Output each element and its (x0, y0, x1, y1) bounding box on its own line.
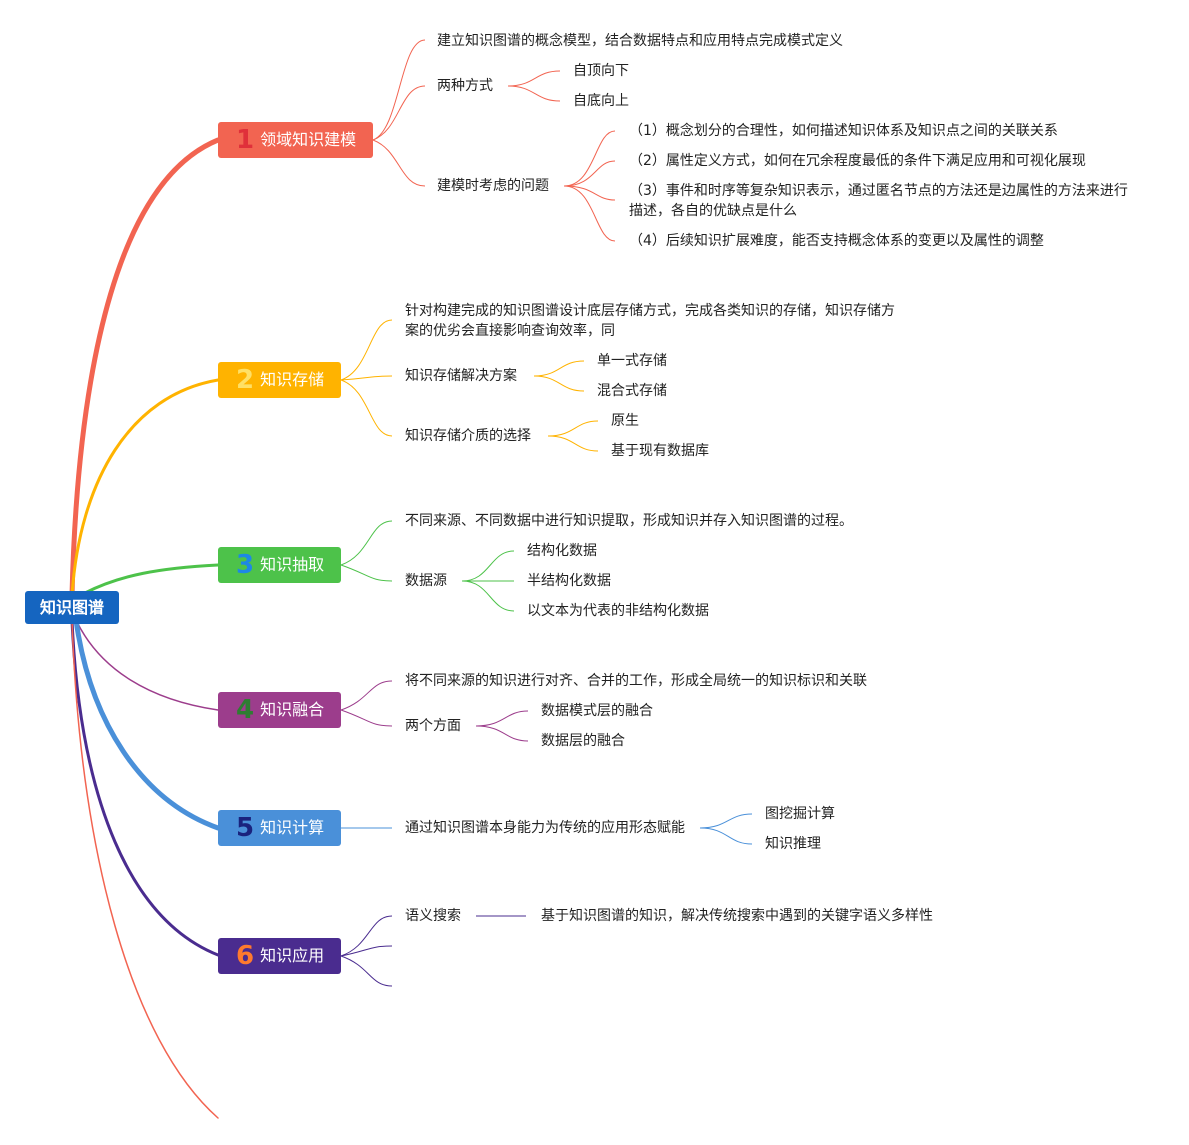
topic-b2-native[interactable]: 原生 (611, 413, 639, 429)
connector-b1-c4 (563, 185, 616, 242)
topic-b1-bottom-up[interactable]: 自底向上 (573, 93, 629, 109)
topic-b3-unstructured[interactable]: 以文本为代表的非结构化数据 (527, 603, 709, 619)
topic-b3-definition[interactable]: 不同来源、不同数据中进行知识提取，形成知识并存入知识图谱的过程。 (405, 513, 853, 529)
branch-label: 知识抽取 (260, 555, 325, 574)
topic-b4-schema-fusion[interactable]: 数据模式层的融合 (541, 703, 653, 719)
branch-knowledge-application[interactable]: 6 知识应用 (218, 938, 341, 974)
topic-b1-issue-3[interactable]: （3）事件和时序等复杂知识表示，通过匿名节点的方法还是边属性的方法来进行描述，各… (629, 183, 1128, 219)
topic-b1-top-down[interactable]: 自顶向下 (573, 63, 629, 79)
connector-b1-c (372, 139, 426, 187)
topic-b1-two-ways[interactable]: 两种方式 (437, 78, 493, 94)
connector-b5-a1 (699, 813, 753, 829)
connector-b2-a (340, 319, 393, 381)
connector-b2-c (340, 379, 393, 437)
topic-b2-single-storage[interactable]: 单一式存储 (597, 353, 667, 369)
connector-b4-a (340, 680, 393, 711)
connector-b1-c2 (563, 160, 616, 187)
connector-b6-a (340, 915, 393, 957)
topic-b1-issue-4[interactable]: （4）后续知识扩展难度，能否支持概念体系的变更以及属性的调整 (629, 233, 1044, 249)
branch-knowledge-extraction[interactable]: 3 知识抽取 (218, 547, 341, 583)
connector-b1-a (372, 39, 426, 141)
topic-b4-definition[interactable]: 将不同来源的知识进行对齐、合并的工作，形成全局统一的知识标识和关联 (405, 673, 867, 689)
connector-root-b3 (83, 563, 220, 595)
root-node[interactable]: 知识图谱 (25, 591, 119, 624)
topic-b5-reasoning[interactable]: 知识推理 (765, 836, 821, 852)
branch-number: 3 (236, 550, 255, 580)
branch-knowledge-fusion[interactable]: 4 知识融合 (218, 692, 341, 728)
branch-label: 知识应用 (260, 946, 325, 965)
connector-b2-b (340, 375, 393, 381)
topic-b6-semantic-search[interactable]: 语义搜索 (405, 908, 461, 924)
topic-b4-two-aspects[interactable]: 两个方面 (405, 718, 461, 734)
topic-b3-data-sources[interactable]: 数据源 (405, 573, 447, 589)
topic-b3-semi-structured[interactable]: 半结构化数据 (527, 573, 611, 589)
branch-number: 1 (236, 125, 255, 155)
connector-b3-b (340, 564, 393, 582)
branch-label: 领域知识建模 (260, 130, 357, 149)
connector-b1-b2 (507, 85, 561, 102)
connector-b6-c (340, 955, 393, 987)
connector-b4-b1 (475, 710, 529, 727)
topic-b1-issue-1[interactable]: （1）概念划分的合理性，如何描述知识体系及知识点之间的关联关系 (629, 123, 1058, 139)
branch-number: 6 (236, 941, 255, 971)
topic-b2-definition[interactable]: 针对构建完成的知识图谱设计底层存储方式，完成各类知识的存储，知识存储方案的优劣会… (405, 303, 895, 339)
topic-b3-structured[interactable]: 结构化数据 (527, 543, 597, 559)
branch-domain-modeling[interactable]: 1 领域知识建模 (218, 122, 373, 158)
connector-root-b5 (73, 617, 221, 831)
connector-b1-b (372, 85, 426, 141)
topic-b2-existing-db[interactable]: 基于现有数据库 (611, 443, 709, 459)
branch-number: 2 (236, 365, 255, 395)
connector-root-b6 (70, 618, 220, 957)
topic-b2-hybrid-storage[interactable]: 混合式存储 (597, 383, 667, 399)
topic-b1-issue-2[interactable]: （2）属性定义方式，如何在冗余程度最低的条件下满足应用和可视化展现 (629, 153, 1086, 169)
topic-b5-graph-mining[interactable]: 图挖掘计算 (765, 806, 835, 822)
topic-b2-solutions[interactable]: 知识存储解决方案 (405, 368, 517, 384)
connector-b2-b2 (533, 375, 585, 392)
connector-b6-b (340, 945, 393, 957)
branch-label: 知识计算 (260, 818, 325, 837)
connector-b4-b (340, 709, 393, 727)
connector-b4-b2 (475, 725, 529, 742)
branch-label: 知识存储 (260, 370, 325, 389)
topic-b2-medium[interactable]: 知识存储介质的选择 (405, 428, 531, 444)
topic-b5-definition[interactable]: 通过知识图谱本身能力为传统的应用形态赋能 (405, 820, 685, 836)
topic-b1-considerations[interactable]: 建模时考虑的问题 (437, 178, 549, 194)
connector-b2-b1 (533, 360, 585, 377)
connector-b2-c1 (547, 420, 599, 437)
connector-b2-c2 (547, 435, 599, 452)
connector-root-b4 (75, 619, 219, 711)
branch-knowledge-computing[interactable]: 5 知识计算 (218, 810, 341, 846)
branch-number: 4 (236, 695, 255, 725)
branch-number: 5 (236, 813, 255, 843)
topic-b6-search-desc[interactable]: 基于知识图谱的知识，解决传统搜索中遇到的关键字语义多样性 (541, 908, 933, 924)
topic-b4-data-fusion[interactable]: 数据层的融合 (541, 733, 625, 749)
connector-b3-b3 (461, 580, 515, 612)
connector-root-b1 (69, 137, 221, 598)
connector-b5-a2 (699, 827, 753, 845)
topic-b1-definition[interactable]: 建立知识图谱的概念模型，结合数据特点和应用特点完成模式定义 (437, 33, 843, 49)
connector-b1-c1 (563, 130, 616, 187)
branch-knowledge-storage[interactable]: 2 知识存储 (218, 362, 341, 398)
connector-b3-a (340, 520, 393, 566)
connector-root-b2 (70, 378, 220, 597)
connector-b1-c3 (563, 185, 616, 201)
connector-b1-b1 (507, 70, 561, 87)
connector-root-tail (71, 619, 219, 1119)
branch-label: 知识融合 (260, 700, 325, 719)
connector-b3-b1 (461, 550, 515, 582)
